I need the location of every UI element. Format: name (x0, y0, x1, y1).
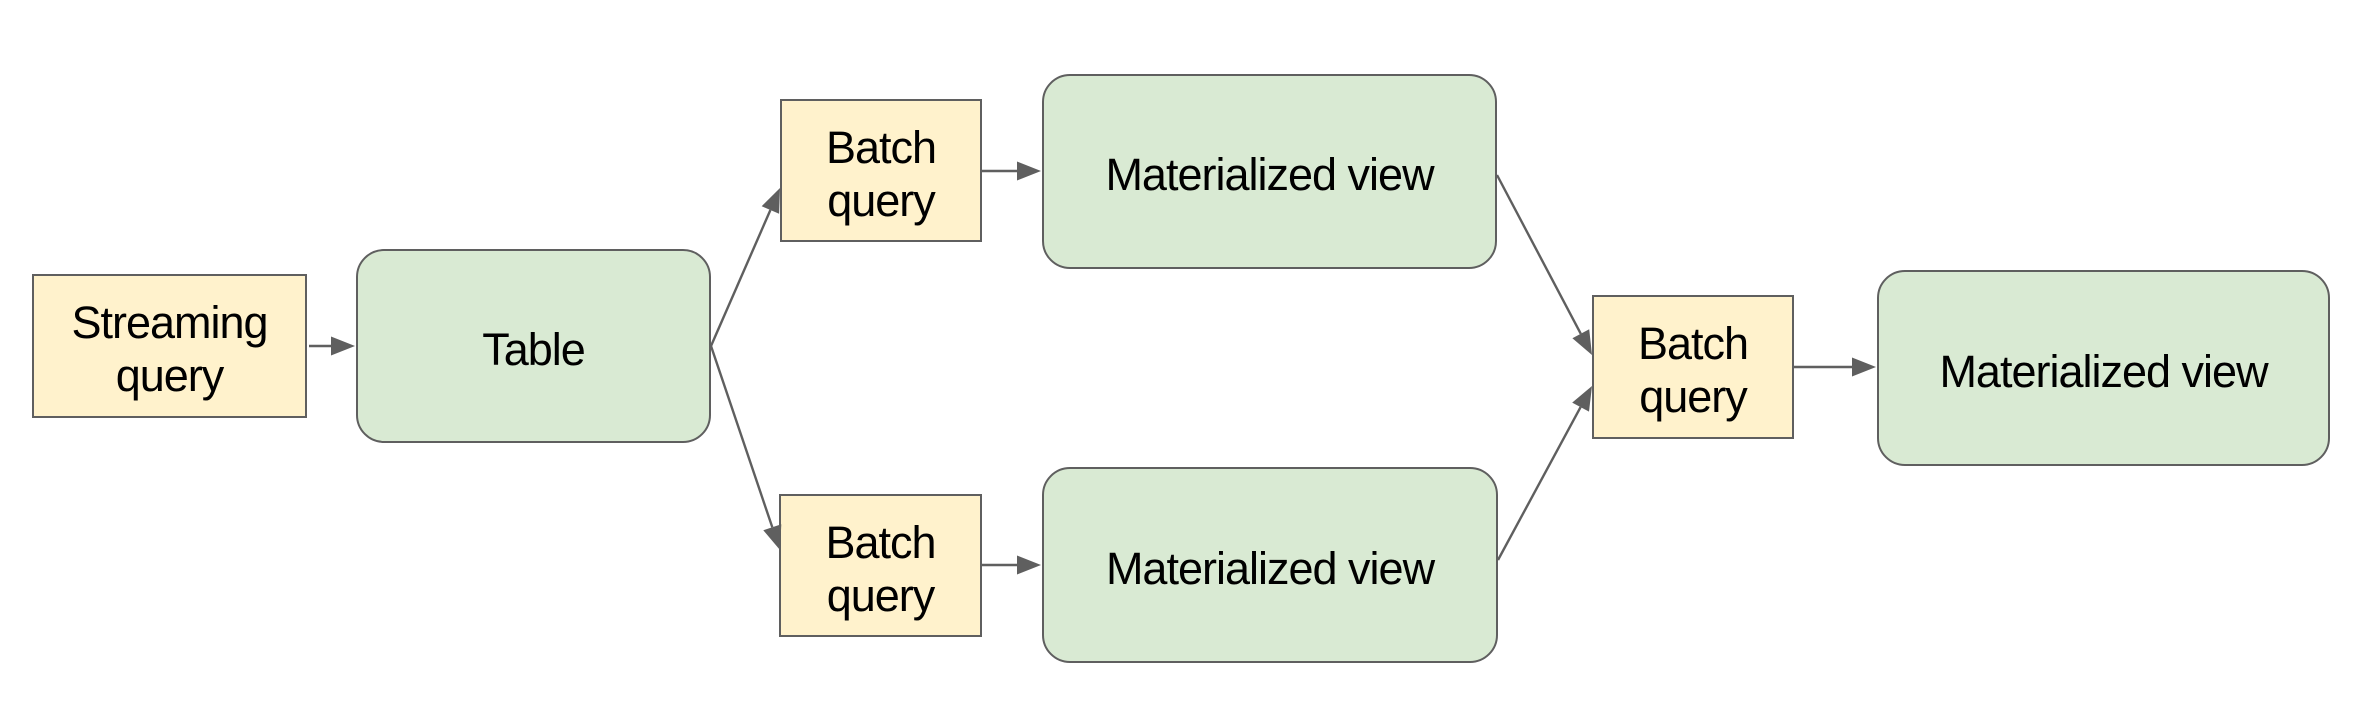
arrowhead-icon (1572, 386, 1592, 412)
edge-mv-bottom-to-batch-query-right (1496, 386, 1592, 561)
node-label: Materialized view (1105, 542, 1435, 594)
arrowhead-icon (331, 336, 355, 356)
edge-table-to-batch-query-top (709, 188, 780, 347)
edge-streaming-query-to-table (309, 336, 355, 356)
arrowhead-icon (761, 188, 780, 214)
node-table: Table (356, 249, 711, 443)
node-batch-query-top: Batch query (780, 99, 982, 242)
arrowhead-icon (1017, 555, 1041, 575)
arrowhead-icon (1017, 161, 1041, 181)
edge-table-to-batch-query-bottom (709, 345, 782, 550)
node-materialized-view-right: Materialized view (1877, 270, 2330, 466)
node-label: query (827, 174, 936, 226)
node-label: Materialized view (1939, 345, 2268, 397)
node-materialized-view-top: Materialized view (1042, 74, 1497, 269)
node-label: query (826, 569, 936, 621)
node-label: Table (482, 323, 586, 375)
arrowhead-icon (1572, 329, 1592, 355)
node-batch-query-bottom: Batch query (779, 494, 982, 637)
arrowhead-icon (1852, 357, 1876, 377)
node-label: Batch (1637, 318, 1749, 369)
node-materialized-view-bottom: Materialized view (1042, 467, 1498, 663)
node-label: Streaming (71, 297, 268, 348)
node-label: Batch (825, 516, 936, 568)
node-streaming-query: Streaming query (32, 274, 307, 418)
edge-batch-query-right-to-mv-right (1794, 357, 1876, 377)
node-label: query (115, 350, 225, 401)
node-label: Batch (825, 121, 937, 173)
edge-batch-query-bottom-to-mv-bottom (982, 555, 1041, 575)
node-label: Materialized view (1105, 149, 1434, 200)
node-batch-query-right: Batch query (1592, 295, 1794, 439)
node-label: query (1639, 371, 1748, 422)
edge-mv-top-to-batch-query-right (1495, 174, 1592, 355)
edge-batch-query-top-to-mv-top (982, 161, 1041, 181)
